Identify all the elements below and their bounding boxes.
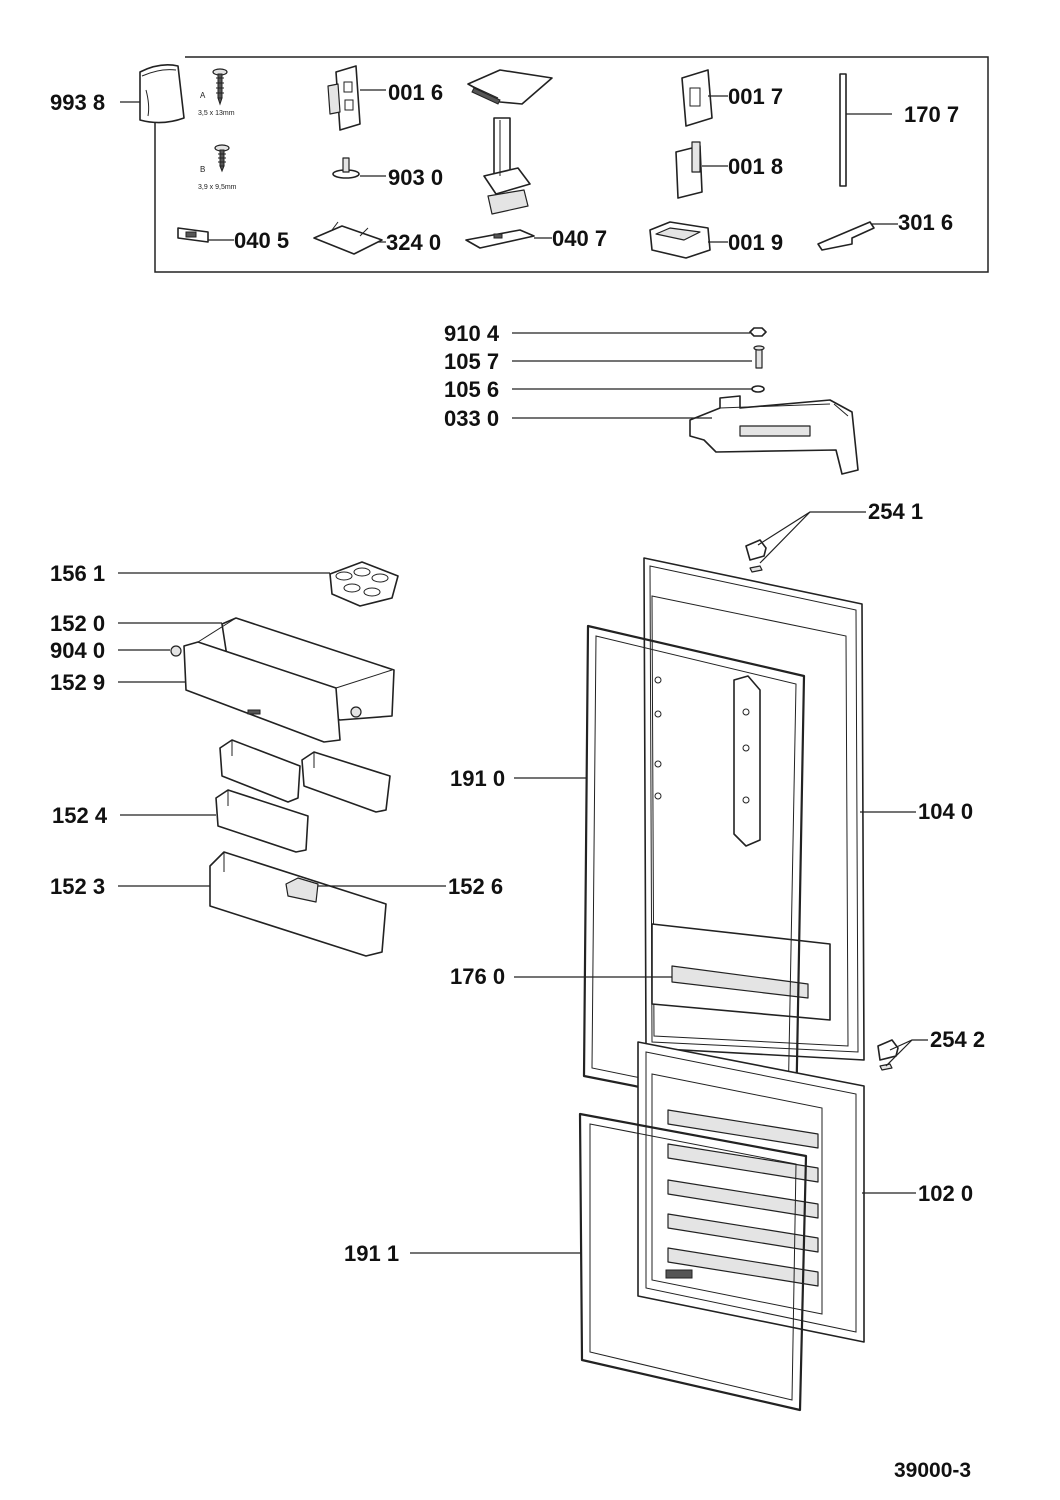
callout-9938: 993 8 (50, 90, 106, 115)
screw-b-letter: B (200, 165, 206, 174)
callout-1020: 102 0 (918, 1181, 974, 1206)
door-balcony-1524-drawing (215, 739, 391, 853)
screw-b-drawing (214, 144, 230, 173)
callout-2541: 254 1 (868, 499, 924, 524)
pin-9040-drawing (170, 645, 182, 657)
callout-1760: 176 0 (450, 964, 506, 989)
plate-part-drawing (467, 69, 553, 105)
callout-0019: 001 9 (728, 230, 784, 255)
callout-1529: 152 9 (50, 670, 106, 695)
screw-b-size: 3,9 x 9,5mm (198, 184, 237, 191)
hinge-cover-0017-drawing (681, 69, 713, 127)
bracket-3240-drawing (313, 221, 383, 255)
callout-3240: 324 0 (386, 230, 442, 255)
callout-0016: 001 6 (388, 80, 444, 105)
screw-a-letter: A (200, 91, 206, 100)
slide-assembly-drawing (483, 117, 531, 215)
callout-9104: 910 4 (444, 321, 500, 346)
callout-3016: 301 6 (898, 210, 954, 235)
hinge-bracket-0016-drawing (327, 65, 361, 131)
hinge-cap-2541-drawing (745, 539, 767, 573)
callout-9030: 903 0 (388, 165, 444, 190)
callout-1057: 105 7 (444, 349, 500, 374)
callout-0018: 001 8 (728, 154, 784, 179)
clip-0405-drawing (177, 227, 209, 243)
callout-1707: 170 7 (904, 102, 960, 127)
egg-tray-drawing (329, 561, 399, 607)
accessory-bag-drawing (139, 64, 185, 124)
hinge-stack-drawing (689, 327, 859, 475)
callout-0405: 040 5 (234, 228, 290, 253)
screw-a-size: 3,5 x 13mm (198, 110, 235, 117)
callout-1524: 152 4 (52, 803, 108, 828)
callout-1561: 156 1 (50, 561, 106, 586)
callout-0330: 033 0 (444, 406, 500, 431)
freezer-door-1020-drawing (637, 1041, 865, 1343)
tool-3016-drawing (817, 221, 875, 251)
bottle-balcony-1523-drawing (209, 851, 387, 957)
plug-9030-drawing (332, 157, 360, 179)
callout-1526: 152 6 (448, 874, 504, 899)
callout-1056: 105 6 (444, 377, 500, 402)
callout-1911: 191 1 (344, 1241, 400, 1266)
freezer-gasket-1911-drawing (578, 1112, 808, 1412)
hinge-cover-0018-drawing (675, 141, 703, 199)
callout-1520: 152 0 (50, 611, 106, 636)
callout-0017: 001 7 (728, 84, 784, 109)
callout-2542: 254 2 (930, 1027, 986, 1052)
accessory-kit-frame (154, 56, 989, 273)
screw-a-drawing (212, 68, 228, 106)
callout-9040: 904 0 (50, 638, 106, 663)
callout-1040: 104 0 (918, 799, 974, 824)
hinge-cover-0019-drawing (649, 221, 711, 259)
hinge-cap-2542-drawing (877, 1039, 899, 1071)
callout-0407: 040 7 (552, 226, 608, 251)
fridge-door-1040-drawing (643, 557, 865, 1061)
cover-0407-drawing (465, 229, 535, 249)
drawing-number: 39000-3 (894, 1459, 972, 1482)
callout-1910: 191 0 (450, 766, 506, 791)
strip-1707-drawing (839, 73, 847, 187)
callout-1523: 152 3 (50, 874, 106, 899)
dairy-compartment-drawing (183, 617, 395, 743)
